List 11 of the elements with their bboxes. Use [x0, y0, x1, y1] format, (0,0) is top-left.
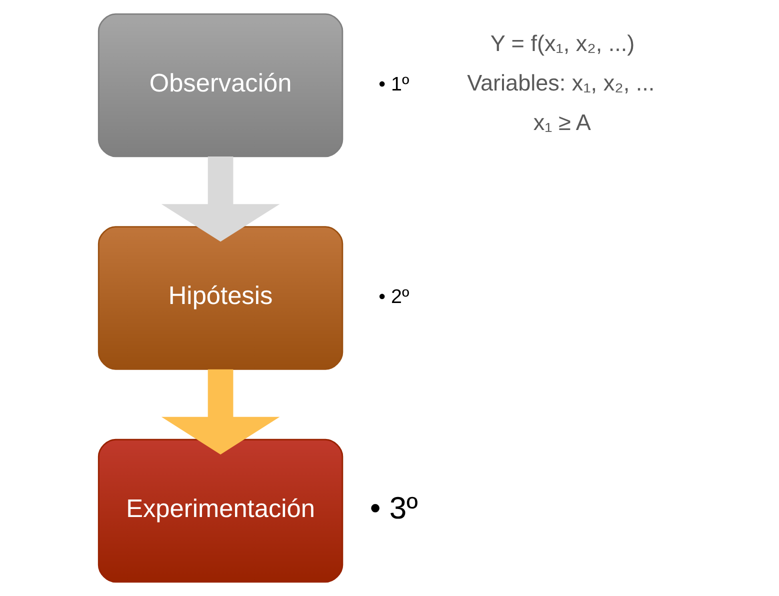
node-label: • 3º	[369, 490, 418, 526]
label: Y = f(x₁, x₂, ...)	[490, 31, 634, 56]
node-box: Observación	[97, 13, 343, 158]
arrow	[160, 369, 280, 454]
label: x₁ ≥ A	[532, 110, 590, 136]
arrow	[160, 156, 280, 242]
label: Variables: x₁, x₂, ...	[466, 70, 654, 96]
node-box: Hipótesis	[97, 226, 343, 370]
node-box: Experimentación	[97, 438, 343, 583]
node-label: • 1º	[378, 73, 409, 96]
node-label: • 2º	[378, 286, 409, 308]
